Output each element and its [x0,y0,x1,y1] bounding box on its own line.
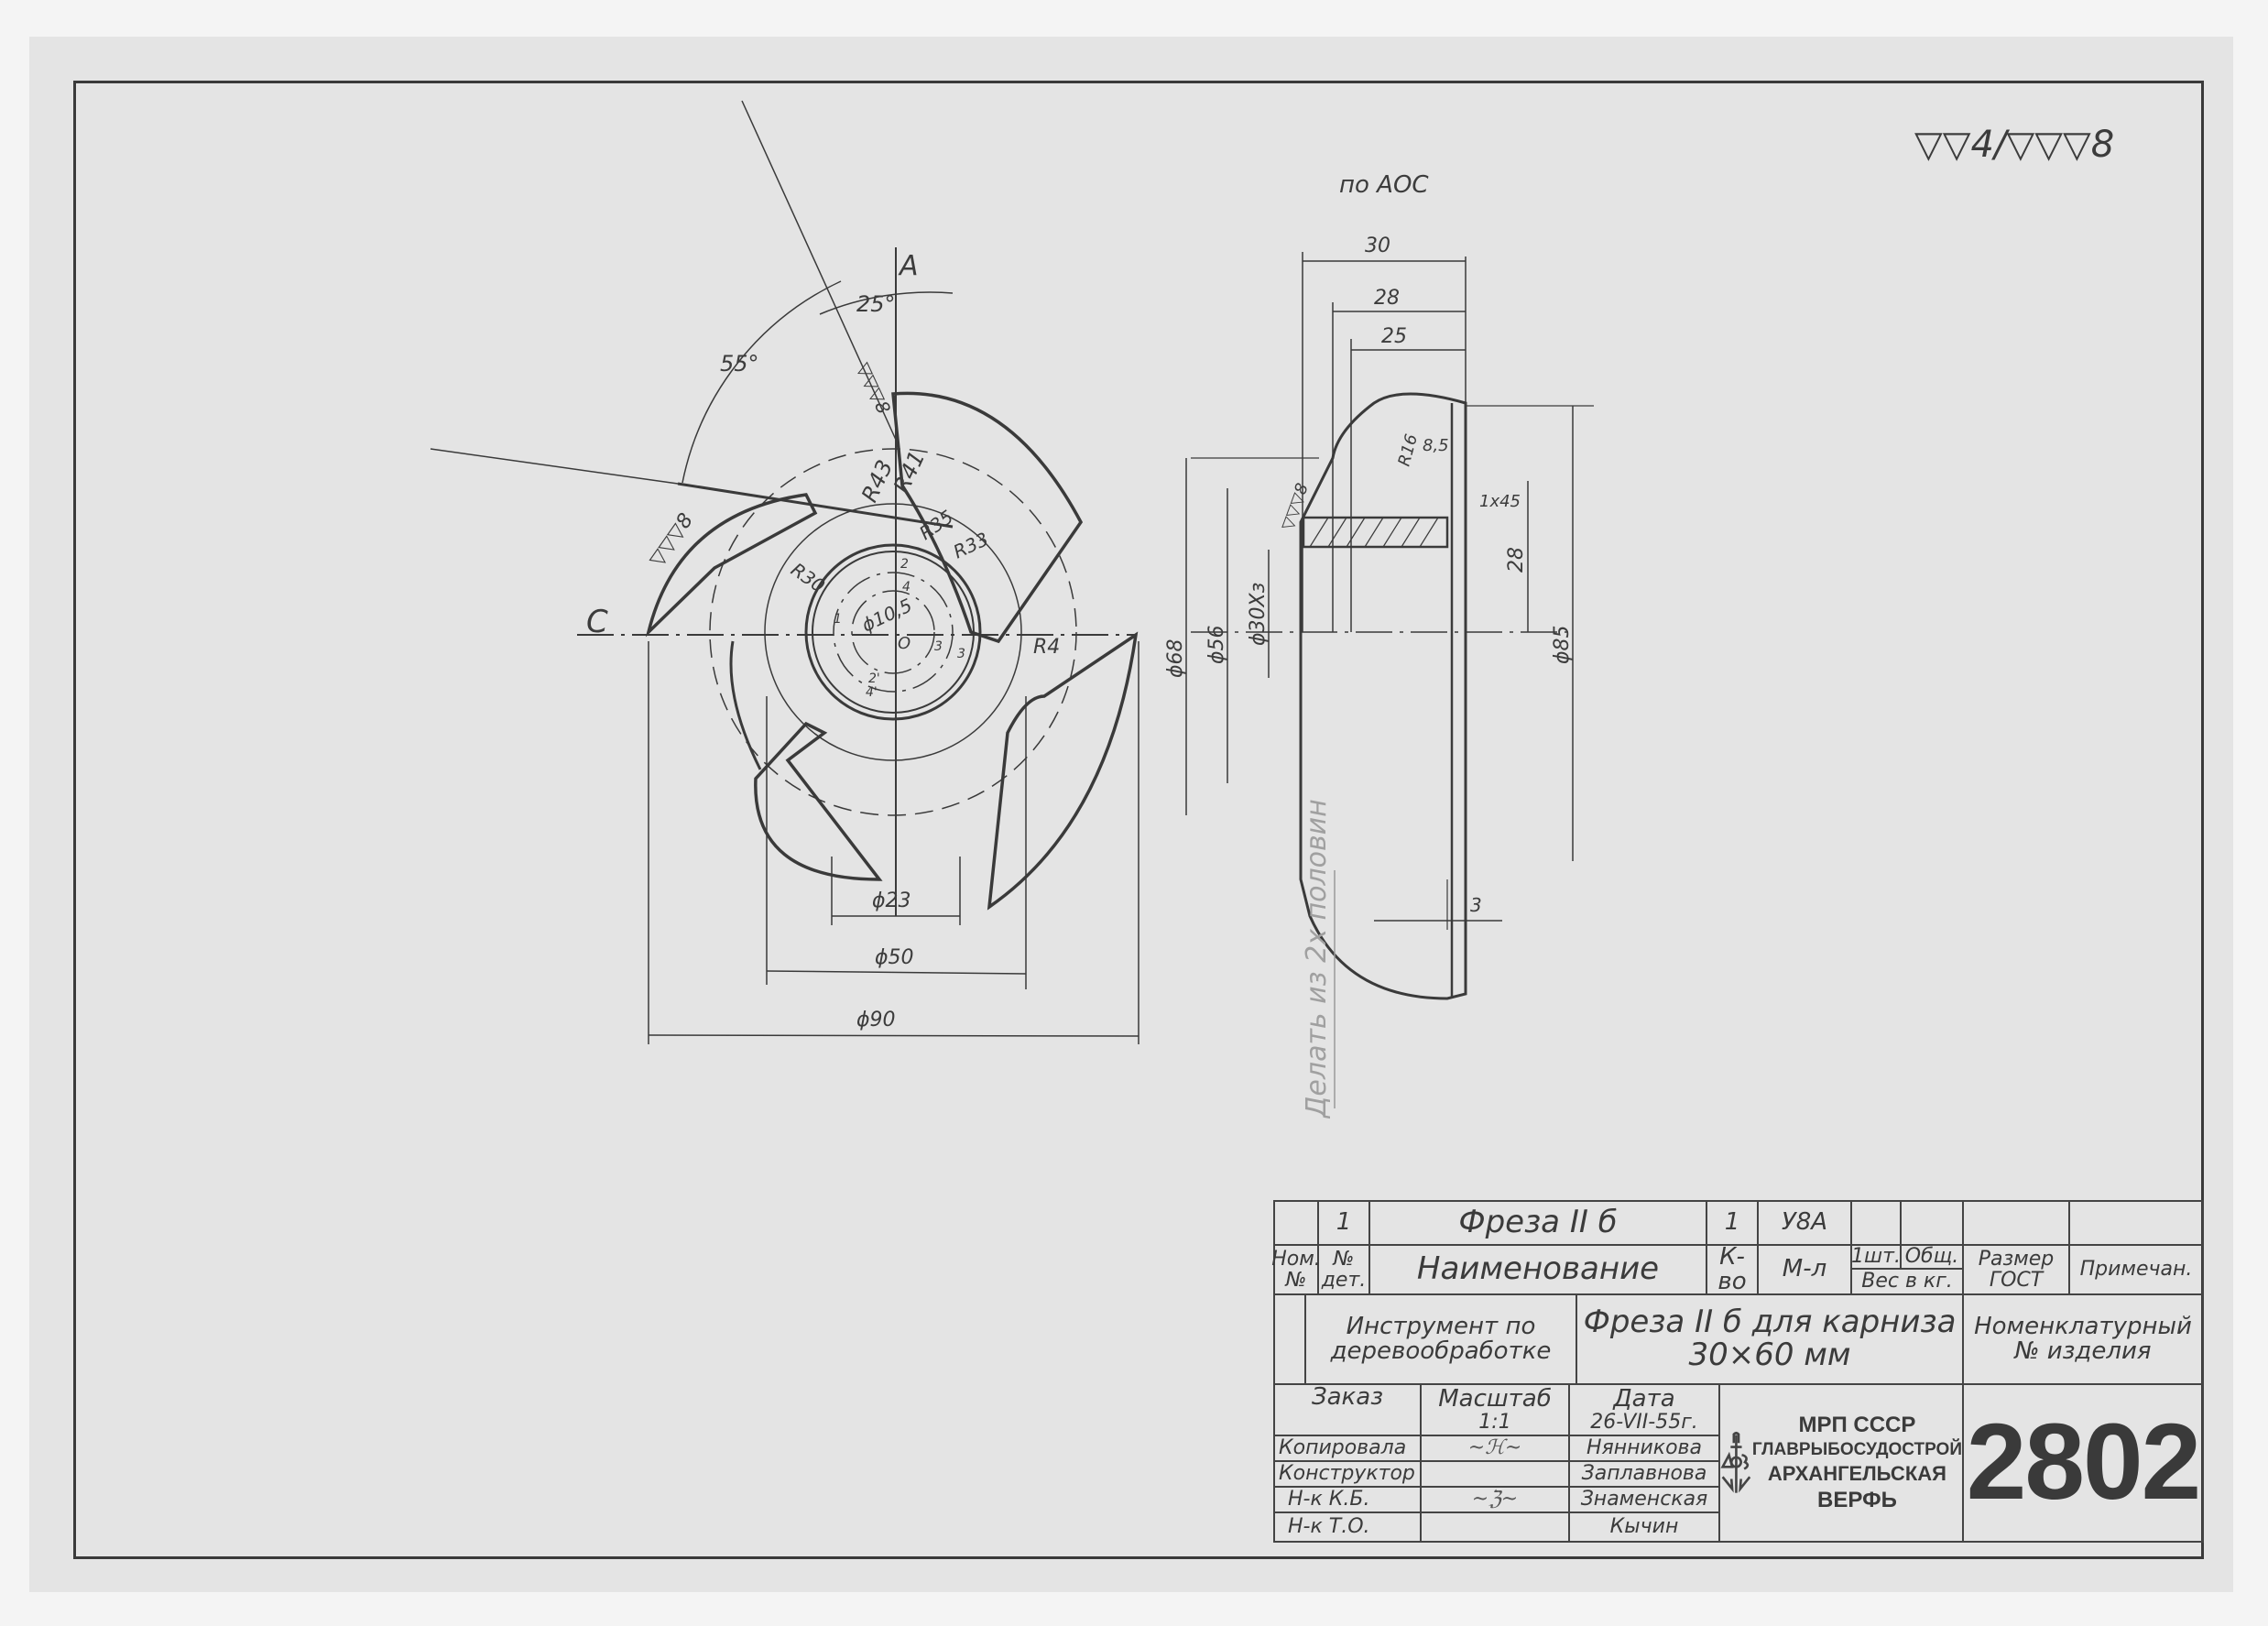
diameter-30x3: ϕ30Xз [1247,583,1270,646]
role-name: Кычин [1568,1511,1720,1543]
construction-mark: 4' [866,685,878,700]
row1-name: Фреза II б [1368,1200,1707,1246]
general-roughness-mark: ▽▽4/▽▽▽8 [1914,124,2115,166]
bore-diameter: ϕ10,5 [858,594,915,636]
organization-cell: МРП СССР ГЛАВРЫБОСУДОСТРОЙ АРХАНГЕЛЬСКАЯ… [1718,1383,1964,1543]
header-weight-unit: Вес в кг. [1850,1268,1964,1295]
axis-label-c: C [586,604,608,640]
signature: ~ℋ~ [1420,1435,1570,1462]
signature: ~ℨ~ [1420,1486,1570,1513]
title-block: 1 Фреза II б 1 У8А Ном. № № дет. Наимено… [1271,1200,2204,1557]
construction-mark: 3 [934,639,943,654]
scale-value: 1:1 [1478,1411,1511,1435]
role-name: Заплавнова [1568,1460,1720,1488]
center-label-o: O [898,634,910,653]
paper-sheet [29,37,2233,1592]
role-label: Конструктор [1273,1460,1422,1488]
width-25: 25 [1381,325,1407,348]
angle-55: 55° [720,351,759,376]
radius-r33: R33 [950,528,992,562]
header-det: № дет. [1317,1244,1370,1295]
angle-25: 25° [856,291,896,317]
height-28: 28 [1505,547,1528,573]
axis-label-a: A [898,250,919,282]
signature [1420,1511,1570,1543]
construction-mark: 4 [902,580,910,595]
flange-3: 3 [1470,894,1482,916]
row1-pos [1273,1200,1319,1246]
construction-mark: 2' [868,671,880,686]
roughness-triangles-icon: ▽▽▽ [2006,124,2091,166]
header-weight-total: Общ. [1900,1244,1964,1270]
header-remark: Примечан. [2068,1244,2204,1295]
row1-weight-one [1850,1200,1902,1246]
radius-r4: R4 [1033,636,1060,659]
chamfer-1x45: 1x45 [1479,492,1521,511]
role-label: Н-к Т.О. [1273,1511,1422,1543]
diameter-90: ϕ90 [856,1009,896,1031]
row1-weight-total [1900,1200,1964,1246]
radius-r16: R16 [1395,432,1422,469]
roughness-mark-tooth: ▽▽▽8 [645,509,698,571]
diameter-56: ϕ56 [1205,625,1228,664]
shipyard-logo-icon [1720,1432,1751,1493]
role-label: Копировала [1273,1435,1422,1462]
nomenclature-label: Номенклатурный № изделия [1962,1293,2204,1385]
product-title: Фреза II б для карниза 30×60 мм [1576,1293,1964,1385]
role-name: Знаменская [1568,1486,1720,1513]
row1-qty: 1 [1706,1200,1759,1246]
radius-r41: R41 [889,447,930,497]
row1-size [1962,1200,2070,1246]
organization-text: МРП СССР ГЛАВРЫБОСУДОСТРОЙ АРХАНГЕЛЬСКАЯ… [1752,1412,1962,1513]
construction-mark: 2 [900,557,909,572]
radius-r35: R35 [915,506,957,544]
scale-label: Масштаб [1438,1384,1552,1413]
header-name: Наименование [1368,1244,1707,1295]
order-label: Заказ [1273,1383,1422,1436]
row1-det: 1 [1317,1200,1370,1246]
date-label: Дата [1613,1384,1675,1413]
diameter-85: ϕ85 [1551,625,1574,664]
roughness-mark-face: ▽▽▽8 [852,359,895,418]
diameter-68: ϕ68 [1164,638,1187,678]
header-weight-one: 1шт. [1850,1244,1902,1270]
signature [1420,1460,1570,1488]
drawing-frame [73,81,2204,1559]
header-pos: Ном. № [1271,1244,1321,1295]
row1-remark [2068,1200,2204,1246]
construction-mark: 1 [834,612,842,627]
header-size: Размер ГОСТ [1962,1244,2070,1295]
diameter-23: ϕ23 [872,889,911,912]
role-label: Н-к К.Б. [1273,1486,1422,1513]
date-cell: Дата 26-VII-55г. [1568,1383,1720,1436]
row1-material: У8А [1757,1200,1852,1246]
drawing-number: 2802 [1962,1383,2204,1543]
width-28: 28 [1374,287,1400,310]
org-line: ГЛАВРЫБОСУДОСТРОЙ [1751,1440,1962,1460]
org-line: АРХАНГЕЛЬСКАЯ [1767,1462,1946,1486]
width-30: 30 [1365,235,1390,257]
category: Инструмент по деревообработке [1304,1293,1577,1385]
scale-cell: Масштаб 1:1 [1420,1383,1570,1436]
blank-cell [1273,1293,1306,1385]
date-value: 26-VII-55г. [1590,1411,1698,1435]
construction-mark: 3 [957,647,965,661]
role-name: Нянникова [1568,1435,1720,1462]
org-line: МРП СССР [1798,1413,1916,1438]
diameter-50: ϕ50 [875,946,914,969]
header-material: М-л [1757,1244,1852,1295]
roughness-triangles-icon: ▽▽ [1914,124,1971,166]
offset-8-5: 8,5 [1423,436,1449,455]
manufacturing-note: Делать из 2х половин [1301,799,1333,1118]
org-line: ВЕРФЬ [1817,1487,1897,1512]
view-label: по АОС [1339,171,1429,199]
header-qty: К-во [1706,1244,1759,1295]
